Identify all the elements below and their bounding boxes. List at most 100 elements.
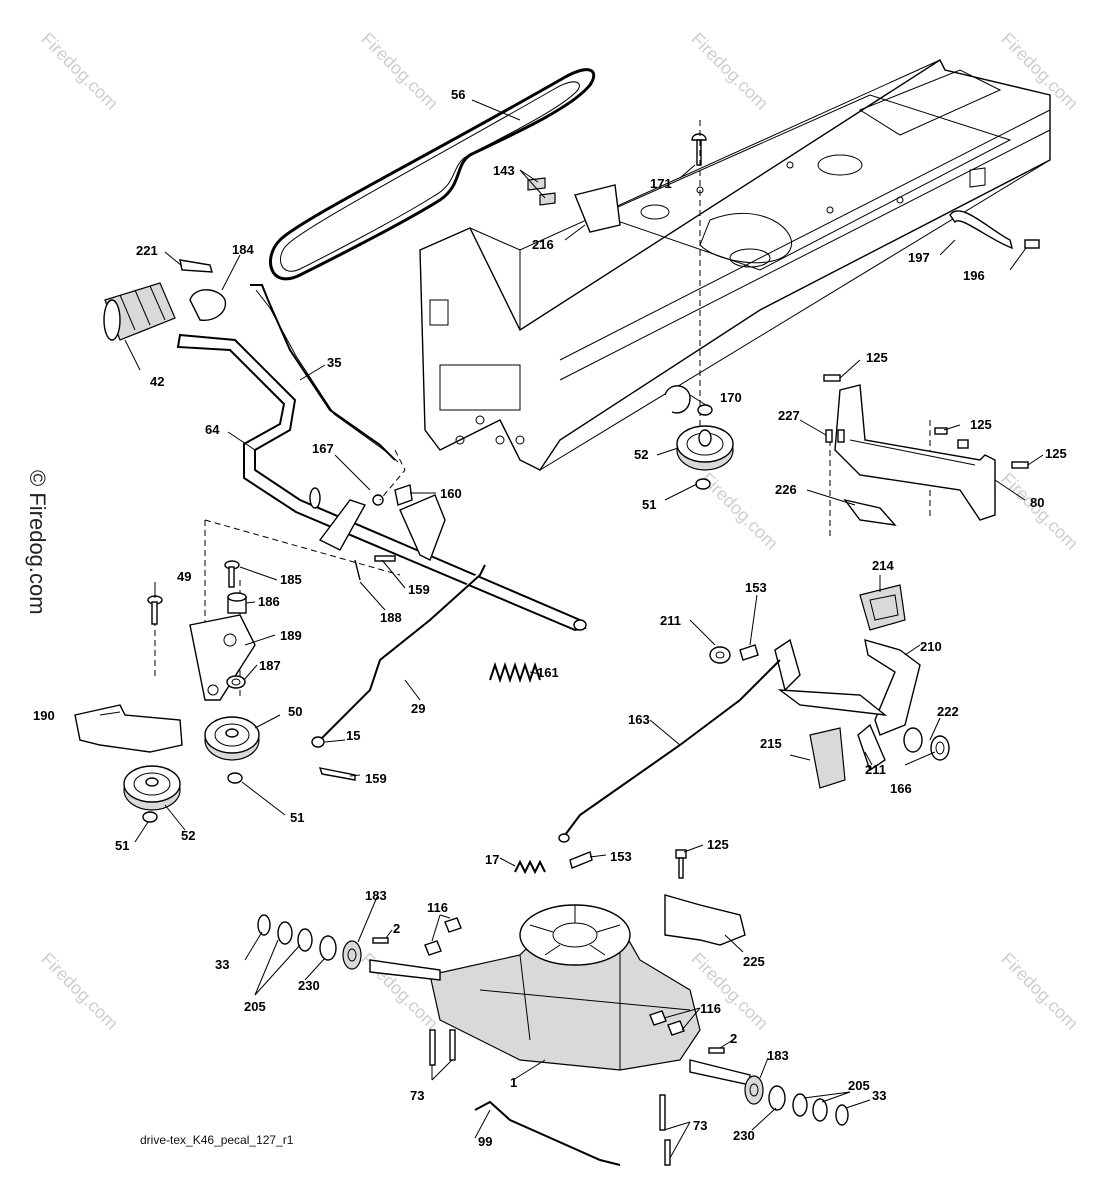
callout-215: 215 <box>760 736 782 751</box>
side-watermark: © Firedog.com <box>25 470 50 615</box>
callout-159: 159 <box>365 771 387 786</box>
watermark-text: Firedog.com <box>357 29 442 114</box>
callout-42: 42 <box>150 374 164 389</box>
watermark-text: Firedog.com <box>687 29 772 114</box>
callout-222: 222 <box>937 704 959 719</box>
callout-125: 125 <box>1045 446 1067 461</box>
belt-guide-190 <box>74 704 183 753</box>
callout-17: 17 <box>485 852 499 867</box>
washer-170 <box>664 385 713 416</box>
spring-17 <box>514 859 546 875</box>
bolt-125 <box>823 374 841 382</box>
diagram-code: drive-tex_K46_pecal_127_r1 <box>140 1133 294 1147</box>
callout-2: 2 <box>393 921 400 936</box>
callout-1: 1 <box>510 1075 517 1090</box>
callout-52: 52 <box>634 447 648 462</box>
callout-35: 35 <box>327 355 341 370</box>
bolt-125 <box>675 849 687 879</box>
callout-125: 125 <box>970 417 992 432</box>
callout-51: 51 <box>115 838 129 853</box>
axle-washers-left <box>257 914 389 970</box>
callout-211: 211 <box>660 613 681 628</box>
pedal-cover-215 <box>809 727 846 789</box>
bolt-171 <box>691 133 707 166</box>
callout-29: 29 <box>411 701 425 716</box>
callout-125: 125 <box>707 837 729 852</box>
bracket-225 <box>664 894 746 946</box>
washer-51 <box>695 478 711 490</box>
washer-51 <box>227 772 243 784</box>
rod-29 <box>311 564 486 748</box>
bolt-125 <box>934 427 969 449</box>
watermark-text: Firedog.com <box>37 29 122 114</box>
bushing-222 <box>903 727 950 761</box>
leader-lines <box>99 99 1044 1159</box>
callout-51: 51 <box>290 810 304 825</box>
rod-163 <box>558 659 781 843</box>
callout-210: 210 <box>920 639 942 654</box>
callout-80: 80 <box>1030 495 1044 510</box>
callout-171: 171 <box>650 176 672 191</box>
callout-188: 188 <box>380 610 402 625</box>
pedal-arm-210 <box>777 639 921 736</box>
callout-50: 50 <box>288 704 302 719</box>
callout-52: 52 <box>181 828 195 843</box>
callout-161: 161 <box>537 665 559 680</box>
callout-56: 56 <box>451 87 465 102</box>
callout-33: 33 <box>215 957 229 972</box>
bolt-125 <box>1011 461 1029 469</box>
spring-161 <box>489 661 541 684</box>
callout-153: 153 <box>610 849 632 864</box>
callout-51: 51 <box>642 497 656 512</box>
callout-187: 187 <box>259 658 281 673</box>
callout-116: 116 <box>427 900 448 915</box>
clip-153 <box>569 851 593 869</box>
callout-167: 167 <box>312 441 334 456</box>
callout-116: 116 <box>700 1001 721 1016</box>
callout-73: 73 <box>693 1118 707 1133</box>
callout-205: 205 <box>244 999 266 1014</box>
pin-159 <box>318 767 356 781</box>
rod-35 <box>250 284 399 463</box>
rod-99 <box>474 1100 621 1166</box>
callout-2: 2 <box>730 1031 737 1046</box>
callout-190: 190 <box>33 708 55 723</box>
handle-grip-42 <box>103 282 176 341</box>
clip-153 <box>739 644 759 661</box>
bolt-49 <box>147 595 163 625</box>
callout-163: 163 <box>628 712 650 727</box>
watermark-text: Firedog.com <box>697 469 782 554</box>
pulley-52 <box>676 425 734 471</box>
callout-159: 159 <box>408 582 430 597</box>
pedal-pad-214 <box>859 584 906 631</box>
watermark-text: Firedog.com <box>997 469 1082 554</box>
pulley-50 <box>204 716 260 761</box>
idler-bracket-189 <box>189 614 256 701</box>
callout-99: 99 <box>478 1134 492 1149</box>
callout-49: 49 <box>177 569 191 584</box>
callout-166: 166 <box>890 781 912 796</box>
bracket-216 <box>527 177 621 233</box>
callout-labels: 56 143 171 216 221 184 197 196 42 35 125… <box>33 87 1067 1149</box>
callout-216: 216 <box>532 237 554 252</box>
washer-51 <box>142 811 158 823</box>
pulley-52 <box>123 765 181 811</box>
clip-221 <box>179 259 213 273</box>
callout-184: 184 <box>232 242 254 257</box>
knob-184 <box>189 289 227 321</box>
drive-belt <box>269 68 596 281</box>
transaxle-1 <box>369 904 751 1166</box>
bracket-211b <box>857 723 886 772</box>
bracket-226 <box>843 498 897 526</box>
callout-214: 214 <box>872 558 894 573</box>
washer-187 <box>226 675 246 689</box>
callout-197: 197 <box>908 250 930 265</box>
callout-185: 185 <box>280 572 302 587</box>
callout-33: 33 <box>872 1088 886 1103</box>
callout-143: 143 <box>493 163 515 178</box>
watermark-text: Firedog.com <box>997 949 1082 1034</box>
callout-64: 64 <box>205 422 220 437</box>
watermark-text: Firedog.com <box>37 949 122 1034</box>
callout-227: 227 <box>778 408 800 423</box>
spacer-186 <box>227 592 247 614</box>
